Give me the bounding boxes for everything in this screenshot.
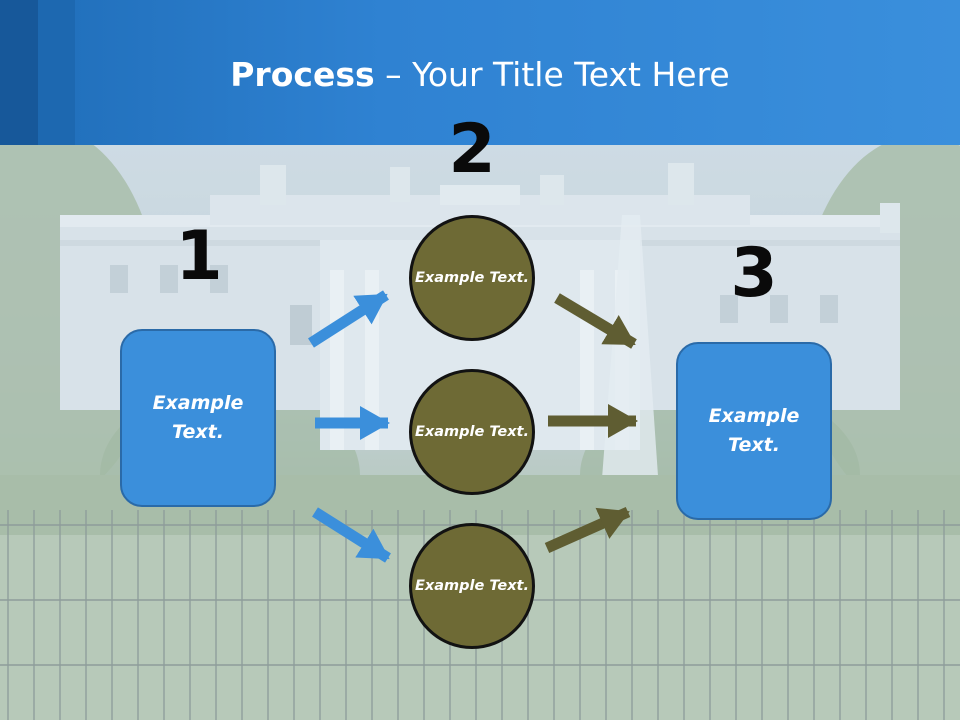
step-3-box[interactable]: Example Text. (676, 342, 832, 520)
header-accent-bar (0, 0, 38, 145)
step-number-3: 3 (730, 234, 778, 313)
header-band: Process – Your Title Text Here (0, 0, 960, 145)
title-bold: Process (230, 55, 375, 94)
slide-title[interactable]: Process – Your Title Text Here (0, 52, 960, 98)
arrow-2-to-3-bottom (544, 506, 631, 554)
arrow-1-to-2-bottom (312, 507, 391, 563)
step-2-item-text: Example Text. (414, 423, 530, 440)
step-3-text: Example Text. (708, 405, 800, 456)
step-2-circle-top[interactable]: Example Text. (409, 215, 535, 341)
step-2-item-text: Example Text. (414, 269, 530, 286)
step-1-box[interactable]: Example Text. (120, 329, 276, 507)
step-number-1: 1 (175, 217, 223, 296)
step-number-2: 2 (448, 110, 496, 189)
title-rest: – Your Title Text Here (374, 55, 730, 94)
step-2-circle-middle[interactable]: Example Text. (409, 369, 535, 495)
arrow-1-to-2-top (308, 290, 389, 348)
step-1-text: Example Text. (152, 392, 244, 443)
arrow-2-to-3-top (554, 293, 637, 349)
step-2-item-text: Example Text. (414, 577, 530, 594)
step-2-circle-bottom[interactable]: Example Text. (409, 523, 535, 649)
header-accent-bar (38, 0, 75, 145)
